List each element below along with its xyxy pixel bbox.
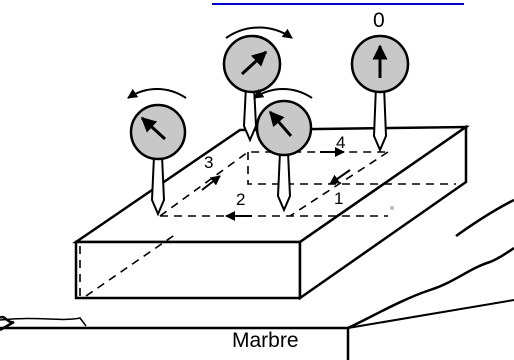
dial-gauge-icon — [350, 34, 410, 153]
marble-surface — [0, 198, 514, 360]
dial-gauge-icon — [129, 103, 187, 217]
direction-arrows — [201, 147, 351, 221]
dial-gauge-icon — [222, 34, 282, 143]
path-label-1: 1 — [334, 189, 343, 208]
rotation-arrow-icon — [127, 88, 187, 99]
path-label-4: 4 — [336, 133, 345, 152]
path-label-2: 2 — [236, 190, 245, 209]
rotation-arrow-icon — [225, 26, 293, 39]
surface-speck — [390, 206, 394, 210]
path-label-3: 3 — [204, 153, 213, 172]
dial-zero-label: 0 — [373, 9, 385, 32]
dial-gauge-icon — [255, 99, 313, 213]
rotation-arrow-icon — [253, 88, 313, 99]
direction-arrow-icon — [329, 169, 351, 185]
surface-label: Marbre — [232, 329, 299, 352]
direction-arrow-icon — [201, 175, 221, 191]
measured-block — [71, 124, 471, 301]
